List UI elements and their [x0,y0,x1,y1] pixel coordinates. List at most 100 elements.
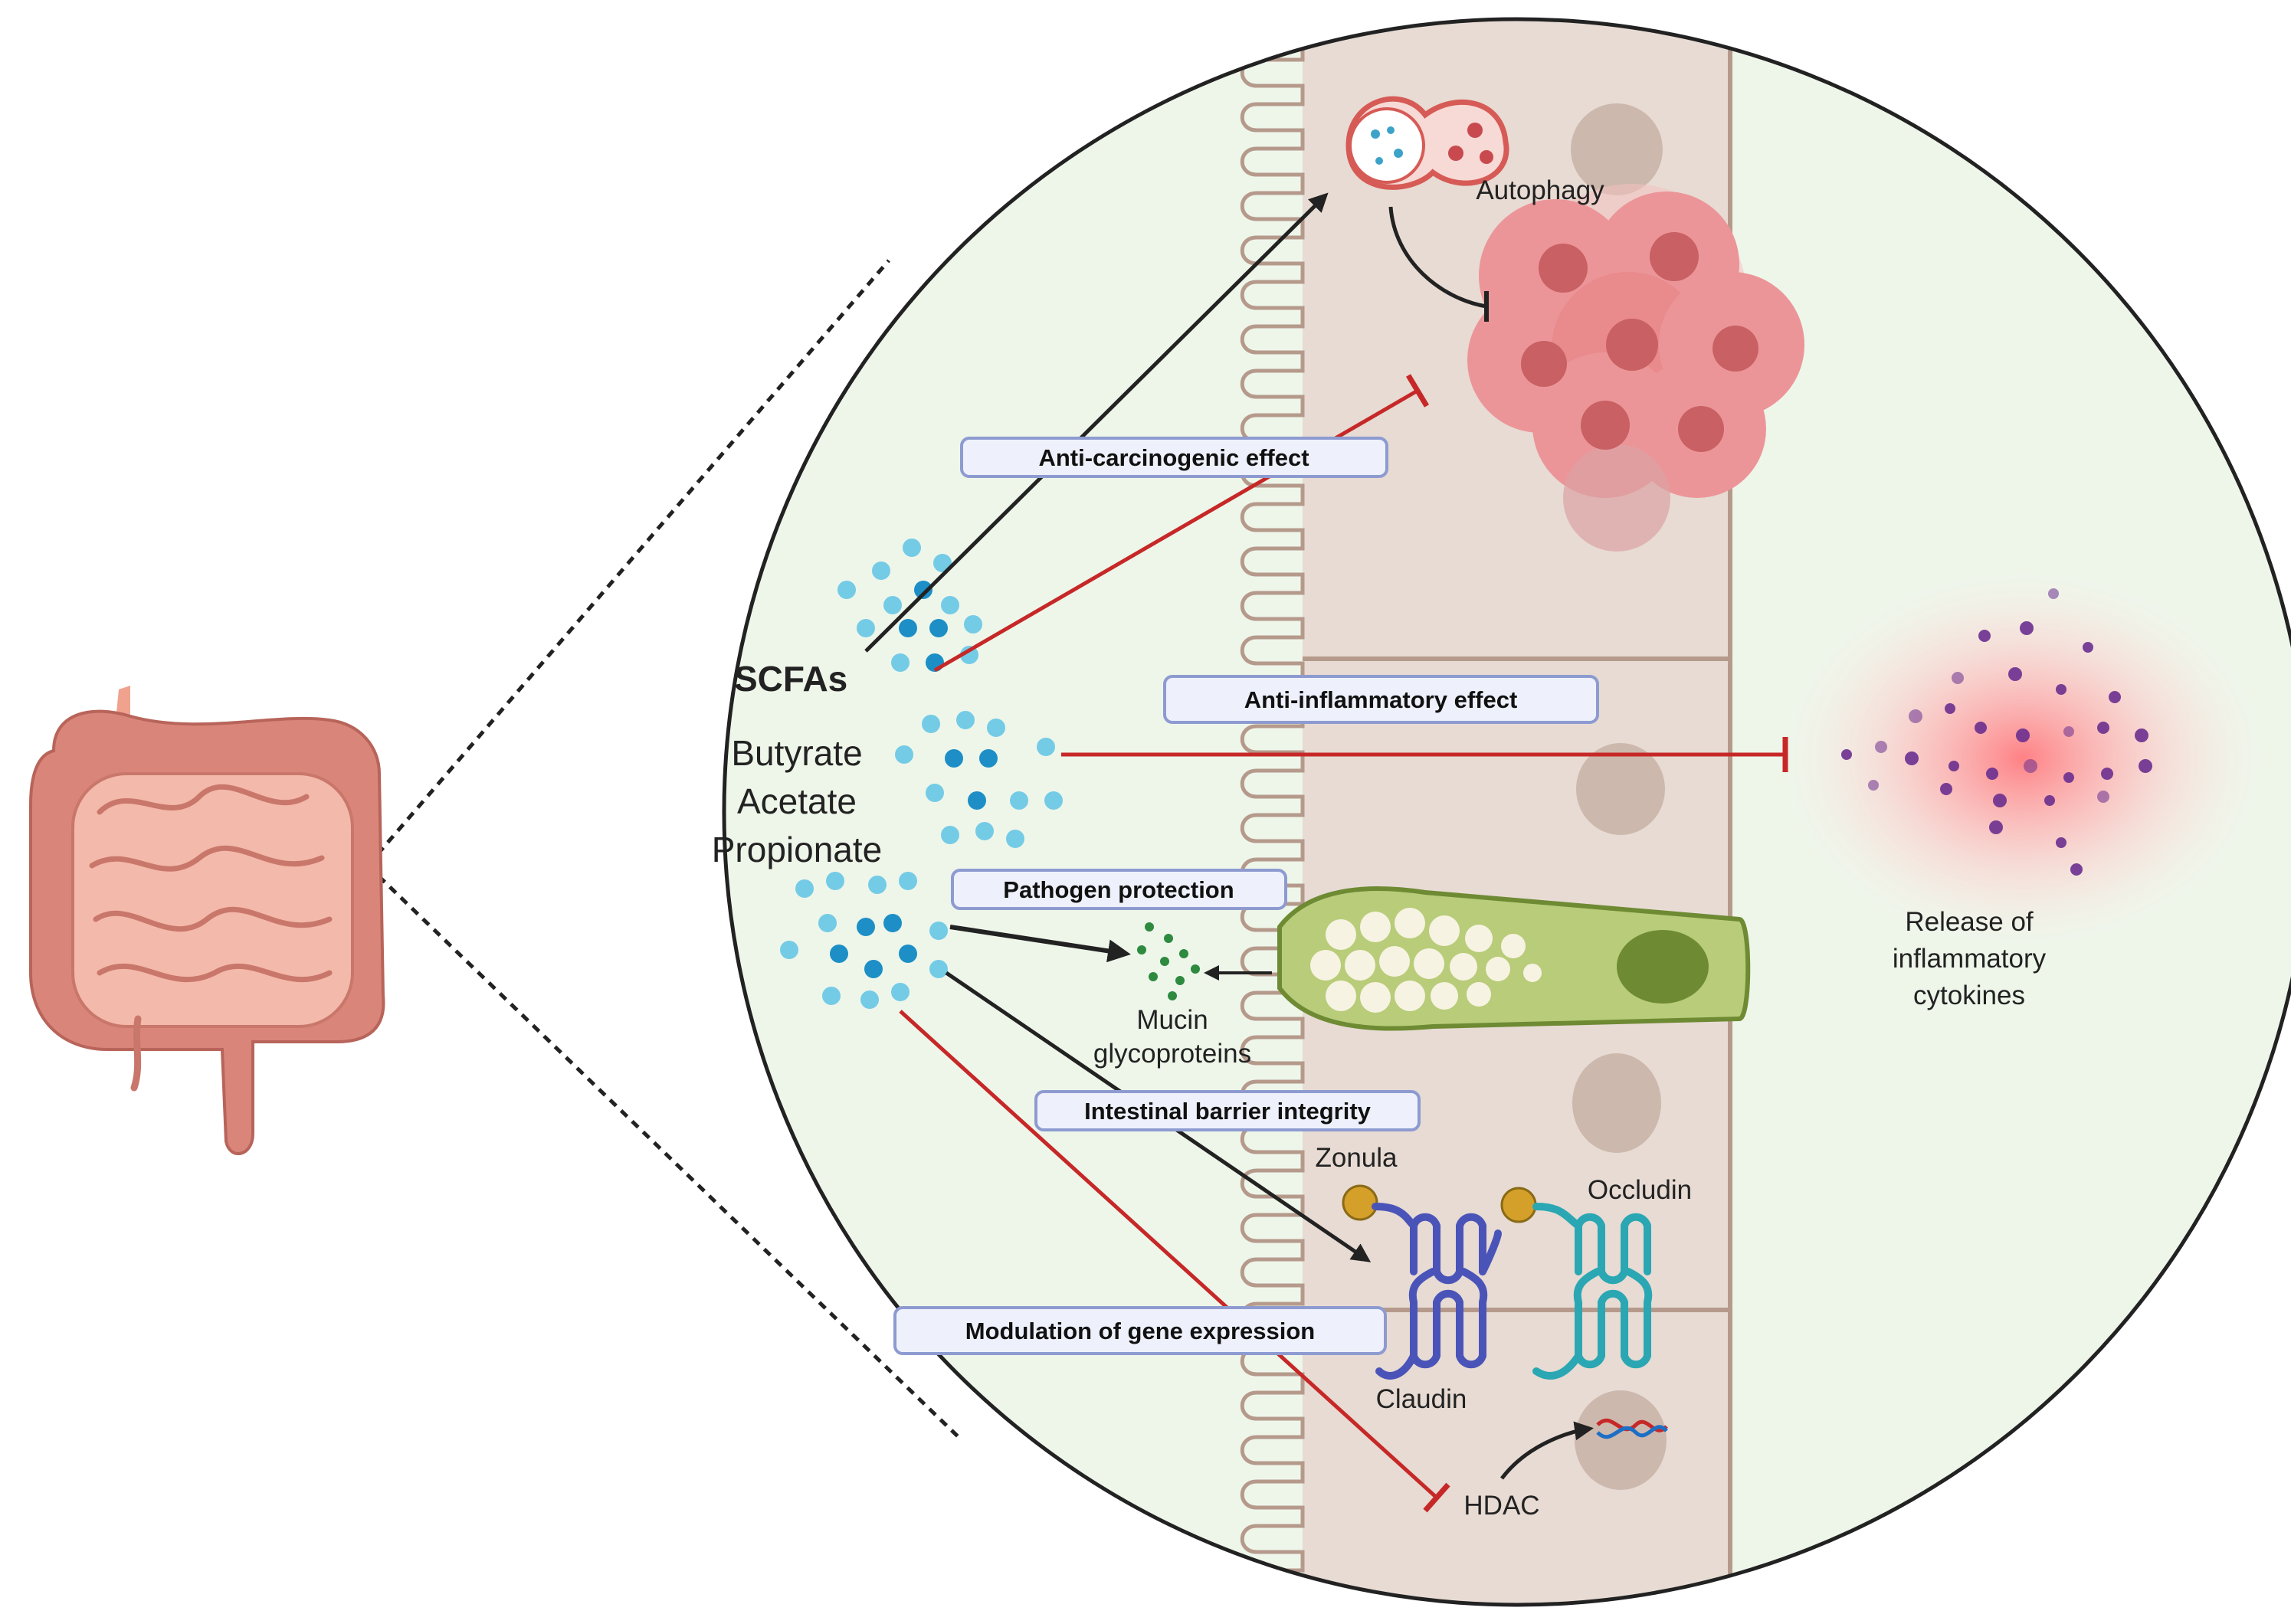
effect-label-anti-inflammatory: Anti-inflammatory effect [1163,675,1599,724]
scfa-particle [899,619,917,637]
scfa-particle [883,914,902,932]
cytokine-particle [2024,759,2037,773]
scfa-title: SCFAs [734,659,847,699]
claudin-protein [1375,1268,1488,1380]
arrow-hdac-to-dna [1500,1421,1594,1480]
autophagy-label: Autophagy [1476,175,1604,205]
cytokine-particle [1841,749,1852,760]
nucleus [1572,1053,1661,1153]
nucleus [1576,743,1665,835]
scfa-particle [883,596,902,614]
scfa-particle [968,791,986,810]
cytokine-particle [2109,691,2121,703]
autophagosome [1345,96,1509,190]
scfa-particle [899,945,917,963]
scfa-particle [795,879,814,898]
scfa-particle [822,987,841,1005]
scfa-particle [964,615,982,634]
mucin-label-1: Mucin [1136,1005,1208,1035]
scfa-particle [1010,791,1028,810]
zonula-protein [1500,1187,1537,1223]
cytokine-particle [1948,761,1959,771]
magnified-circle-border [722,17,2291,1607]
cytokine-particle [2063,726,2074,737]
cytokine-particle [2016,729,2030,742]
cytokine-glow [1778,567,2268,950]
hdac-label: HDAC [1463,1491,1539,1521]
scfa-particle [987,719,1005,737]
cytokine-particle [2063,772,2074,783]
scfa-butyrate: Butyrate [731,733,862,773]
tumor-cell-cluster [1467,184,1804,552]
scfa-particle [864,960,883,978]
mucin-label-2: glycoproteins [1093,1039,1251,1069]
anti-carcinogenic-label: Anti-carcinogenic effect [1038,444,1309,471]
effect-label-gene-expression: Modulation of gene expression [893,1306,1387,1355]
occludin-protein [1532,1203,1651,1285]
scfa-particle [830,945,848,963]
zonula-label: Zonula [1315,1143,1398,1173]
scfa-particle [1037,738,1055,756]
scfa-particles [780,539,1063,1009]
tight-junction [1342,1184,1653,1380]
nucleus [1571,103,1663,195]
claudin-label: Claudin [1376,1384,1467,1414]
scfa-particle [960,646,978,664]
cytokine-particle [1868,780,1879,791]
cytokine-particles [1841,588,2152,876]
scfa-particle [860,990,879,1009]
scfa-particle [826,872,844,890]
pathogen-protection-label: Pathogen protection [1003,876,1234,903]
scfa-particle [941,596,959,614]
cytokine-particle [1940,783,1952,795]
microvilli-border [1240,19,1305,1605]
anti-inflammatory-label: Anti-inflammatory effect [1244,686,1518,713]
scfa-particle [891,653,910,672]
occludin-label: Occludin [1588,1175,1692,1205]
claudin-protein [1372,1203,1502,1285]
scfa-particle [926,784,944,802]
scfa-particle [975,822,994,840]
scfa-particle [956,711,975,729]
scfa-particle [929,922,948,940]
scfa-propionate: Propionate [712,830,883,869]
cytokine-particle [1978,630,1991,642]
scfa-particle [780,941,798,959]
scfa-particle [933,554,952,572]
occludin-protein [1532,1268,1653,1380]
cytokine-particle [2044,795,2055,806]
cytokine-particle [2083,642,2093,653]
cytokine-particle [1952,672,1964,684]
mucin-dots [1137,922,1200,1000]
cytokine-particle [2101,768,2113,780]
inhibit-autophagy-tumor [1388,206,1487,309]
scfa-acetate: Acetate [737,781,857,821]
cytokine-particle [2020,621,2034,635]
cytokine-particle [1989,820,2003,834]
cytokine-particle [1905,751,1919,765]
goblet-cell [1277,886,1751,1031]
intestine-illustration [29,686,385,1155]
zoom-line-upper [366,259,890,867]
scfa-particle [1044,791,1063,810]
cytokines-label-1: Release of [1905,907,2034,937]
scfa-particle [891,983,910,1001]
inhibit-scfa-hdac [899,1010,1438,1499]
cytokine-particle [1986,768,1998,780]
scfa-particle [929,960,948,978]
scfa-particle [1006,830,1024,848]
cytokine-particle [2070,863,2083,876]
scfa-particle [979,749,998,768]
arrow-scfa-to-mucin [949,925,1131,963]
cytokine-particle [2097,722,2109,734]
scfa-particle [903,539,921,557]
effect-label-anti-carcinogenic: Anti-carcinogenic effect [960,437,1388,478]
scfa-particle [945,749,963,768]
scfa-particle [895,745,913,764]
scfa-particle [941,826,959,844]
scfa-particle [857,619,875,637]
scfa-particle [818,914,837,932]
zonula-protein [1342,1184,1378,1221]
